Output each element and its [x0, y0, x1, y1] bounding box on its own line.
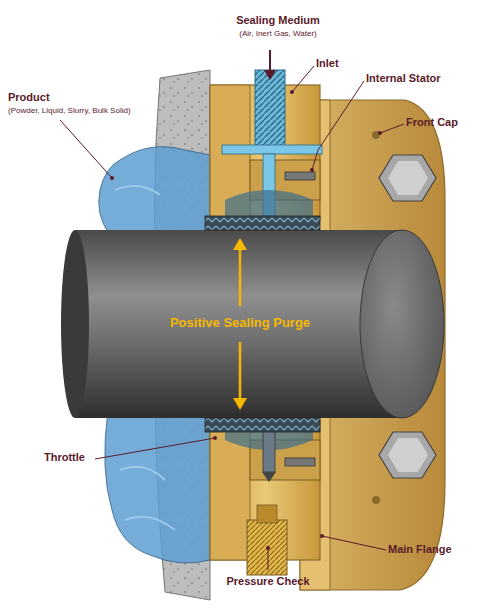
flow-label: Positive Sealing Purge	[170, 316, 310, 329]
callout-label: Main Flange	[388, 543, 452, 556]
callout-subtitle: (Powder, Liquid, Slurry, Bulk Solid)	[8, 106, 131, 116]
callout-subtitle: (Air, Inert Gas, Water)	[239, 29, 317, 39]
callout-title: Product	[8, 91, 50, 104]
callout-title: Sealing Medium	[236, 14, 320, 27]
callout-label: Front Cap	[406, 116, 458, 129]
callout-label: Pressure Check	[226, 575, 309, 588]
callout-label: Internal Stator	[366, 72, 441, 85]
callout-label: Throttle	[44, 451, 85, 464]
callout-label: Inlet	[316, 57, 339, 70]
